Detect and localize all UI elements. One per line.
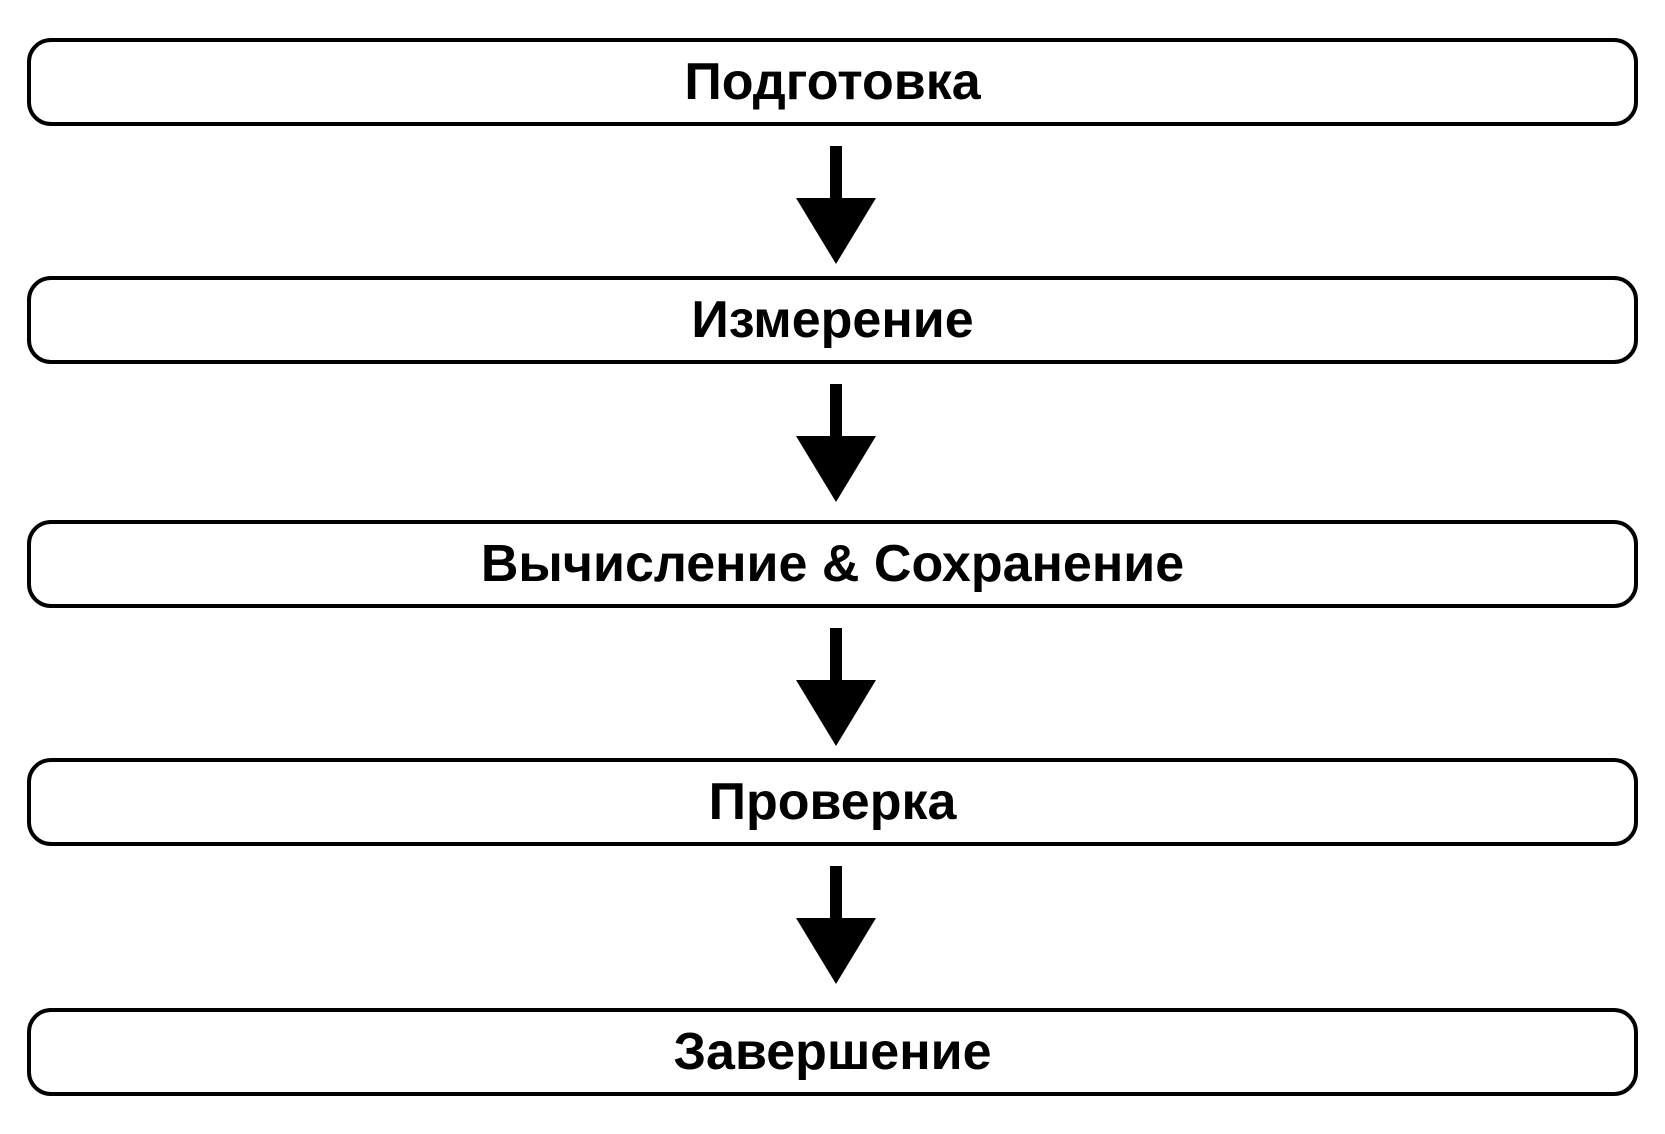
down-arrow-icon [796, 146, 876, 264]
step-box-calculation-saving: Вычисление & Сохранение [27, 520, 1638, 608]
down-arrow-icon [796, 866, 876, 984]
step-box-completion: Завершение [27, 1008, 1638, 1096]
step-label: Вычисление & Сохранение [480, 535, 1185, 593]
down-arrow-icon [796, 384, 876, 502]
step-label: Завершение [673, 1023, 992, 1081]
step-label: Подготовка [684, 53, 981, 111]
down-arrow-icon [796, 628, 876, 746]
step-box-measurement: Измерение [27, 276, 1638, 364]
step-box-verification: Проверка [27, 758, 1638, 846]
step-label: Измерение [691, 291, 974, 349]
step-box-preparation: Подготовка [27, 38, 1638, 126]
step-label: Проверка [708, 773, 957, 831]
